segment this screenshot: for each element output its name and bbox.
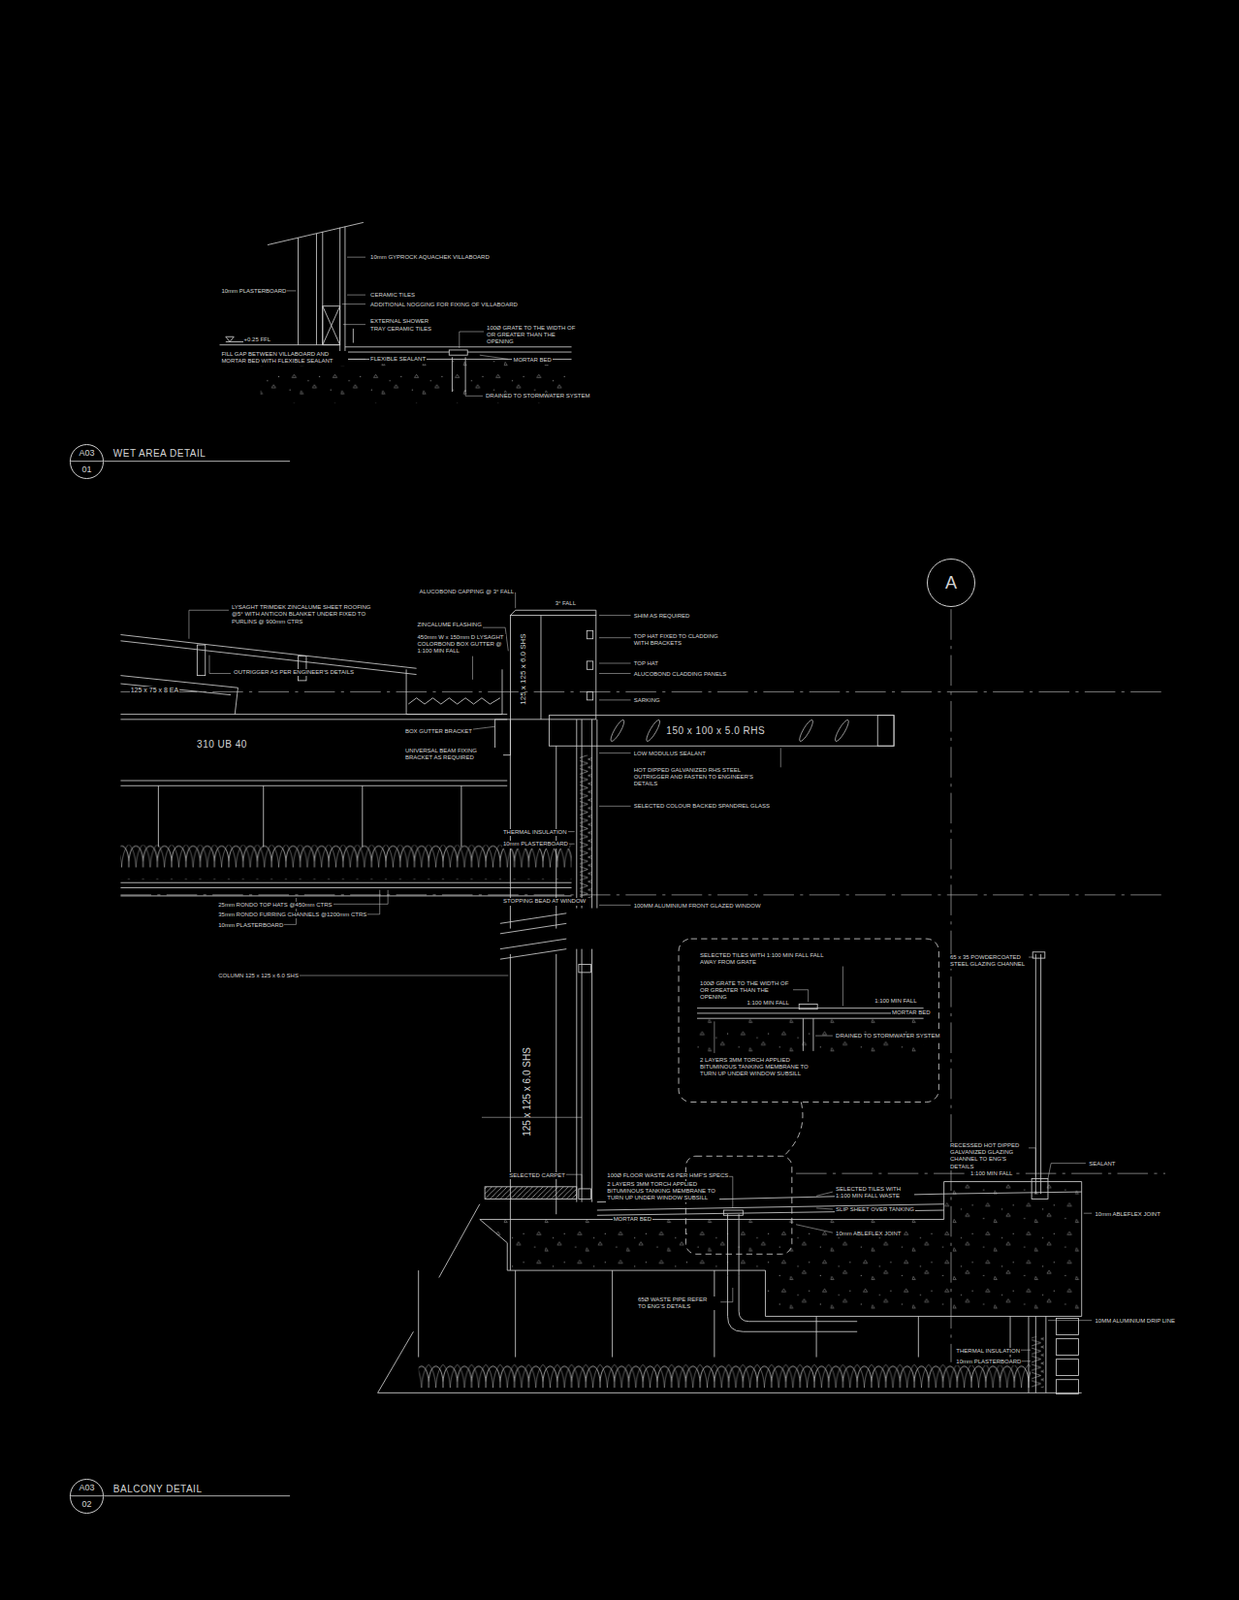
annotation: MORTAR BED (890, 1009, 931, 1017)
annotation: SEALANT (1087, 1160, 1116, 1168)
annotation: 2 LAYERS 3MM TORCH APPLIED BITUMINOUS TA… (698, 1056, 818, 1079)
annotation: MORTAR BED (511, 356, 552, 364)
annotation: CERAMIC TILES (369, 291, 416, 299)
wet-area-section (220, 222, 572, 403)
annotation: ADDITIONAL NOGGING FOR FIXING OF VILLABO… (369, 301, 519, 309)
annotation: 10mm PLASTERBOARD (217, 921, 285, 929)
annotation: 25mm RONDO TOP HATS @450mm CTRS (217, 901, 333, 909)
annotation: DRAINED TO STORMWATER SYSTEM (834, 1032, 941, 1040)
annotation: 1:100 MIN FALL (746, 999, 791, 1007)
annotation: 125 x 125 x 6.0 SHS (518, 632, 529, 705)
annotation: 100Ø FLOOR WASTE AS PER HMF'S SPECS (605, 1172, 730, 1179)
annotation: SELECTED TILES WITH 1:100 MIN FALL FALL … (698, 952, 837, 966)
annotation: OUTRIGGER AS PER ENGINEER'S DETAILS (232, 668, 355, 676)
annotation: 10mm ABLEFLEX JOINT (1094, 1210, 1162, 1218)
annotation: 100Ø GRATE TO THE WIDTH OF OR GREATER TH… (485, 324, 580, 347)
annotation: SELECTED COLOUR BACKED SPANDREL GLASS (633, 802, 771, 810)
annotation: 125 x 75 x 8 EA (129, 686, 180, 695)
annotation: 1:100 MIN FALL (969, 1170, 1014, 1177)
grid-bubble: A (926, 558, 977, 608)
detail-bubble: A03 02 (69, 1478, 105, 1514)
drawing-title: WET AREA DETAIL (112, 447, 208, 460)
annotation: TOP HAT FIXED TO CLADDING WITH BRACKETS (633, 633, 732, 647)
bubble-text: A (945, 573, 957, 592)
annotation: SARKING (633, 697, 662, 704)
annotation: ZINCALUME FLASHING (416, 621, 483, 629)
annotation: 10mm PLASTERBOARD (220, 287, 287, 295)
annotation: LOW MODULUS SEALANT (633, 750, 707, 758)
drawing-title: BALCONY DETAIL (112, 1483, 204, 1495)
annotation: RECESSED HOT DIPPED GALVANIZED GLAZING C… (949, 1142, 1029, 1171)
annotation: TOP HAT (633, 660, 660, 668)
leader-lines (189, 256, 1092, 1362)
annotation: 450mm W x 150mm D LYSAGHT COLORBOND BOX … (416, 634, 507, 656)
annotation: THERMAL INSULATION (954, 1347, 1021, 1355)
annotation: FILL GAP BETWEEN VILLABOARD AND MORTAR B… (220, 350, 349, 365)
annotation: STOPPING BEAD AT WINDOW (502, 897, 587, 905)
bubble-text: 01 (81, 465, 92, 475)
annotation: 2 LAYERS 3MM TORCH APPLIED BITUMINOUS TA… (605, 1180, 720, 1203)
annotation: 100MM ALUMINIUM FRONT GLAZED WINDOW (633, 902, 763, 910)
annotation: BOX GUTTER BRACKET (404, 728, 474, 735)
annotation: COLUMN 125 x 125 x 6.0 SHS (217, 972, 300, 980)
drawing-title: 310 UB 40 (195, 738, 249, 751)
annotation: 10MM ALUMINIUM DRIP LINE (1094, 1317, 1177, 1325)
annotation: 65 x 35 POWDERCOATED STEEL GLAZING CHANN… (949, 953, 1029, 968)
annotation: 1:100 MIN FALL (873, 997, 918, 1005)
annotation: 3° FALL (554, 600, 577, 607)
bubble-text: A03 (78, 1483, 95, 1493)
annotation: 35mm RONDO FURRING CHANNELS @1200mm CTRS (217, 911, 368, 919)
annotation: HOT DIPPED GALVANIZED RHS STEEL OUTRIGGE… (633, 766, 757, 789)
bubble-text: A03 (78, 448, 95, 458)
annotation: UNIVERSAL BEAM FIXING BRACKET AS REQUIRE… (404, 747, 504, 762)
annotation: ALUCOBOND CLADDING PANELS (633, 670, 729, 678)
annotation: SHIM AS REQUIRED (633, 612, 692, 620)
drawing-title: 125 x 125 x 6.0 SHS (521, 1047, 534, 1139)
annotation: EXTERNAL SHOWER TRAY CERAMIC TILES (369, 317, 445, 332)
annotation: +0.25 FFL (243, 336, 273, 344)
grid-lines (120, 608, 1166, 1363)
annotation: 10mm PLASTERBOARD (954, 1358, 1022, 1366)
annotation: 10mm PLASTERBOARD (502, 840, 570, 848)
annotation: THERMAL INSULATION (502, 828, 569, 836)
annotation: SLIP SHEET OVER TANKING (834, 1206, 916, 1213)
annotation: SELECTED CARPET (508, 1172, 567, 1179)
annotation: DRAINED TO STORMWATER SYSTEM (484, 392, 591, 400)
annotation: SELECTED TILES WITH 1:100 MIN FALL WASTE (834, 1185, 915, 1200)
annotation: ALUCOBOND CAPPING @ 3° FALL (418, 588, 516, 596)
balcony-section (120, 609, 1081, 1394)
annotation: FLEXIBLE SEALANT (369, 355, 427, 363)
annotation: 65Ø WASTE PIPE REFER TO ENG'S DETAILS (636, 1296, 717, 1310)
detail-bubble: A03 01 (69, 444, 105, 479)
annotation: LYSAGHT TRIMDEK ZINCALUME SHEET ROOFING … (230, 603, 379, 626)
bubble-text: 02 (81, 1499, 92, 1509)
annotation: 100Ø GRATE TO THE WIDTH OF OR GREATER TH… (698, 980, 794, 1002)
annotation: 10mm GYPROCK AQUACHEK VILLABOARD (369, 254, 491, 261)
annotation: MORTAR BED (612, 1215, 653, 1223)
annotation: 10mm ABLEFLEX JOINT (834, 1230, 902, 1238)
enlarged-callout (678, 938, 939, 1254)
drawing-title: 150 x 100 x 5.0 RHS (665, 725, 766, 737)
